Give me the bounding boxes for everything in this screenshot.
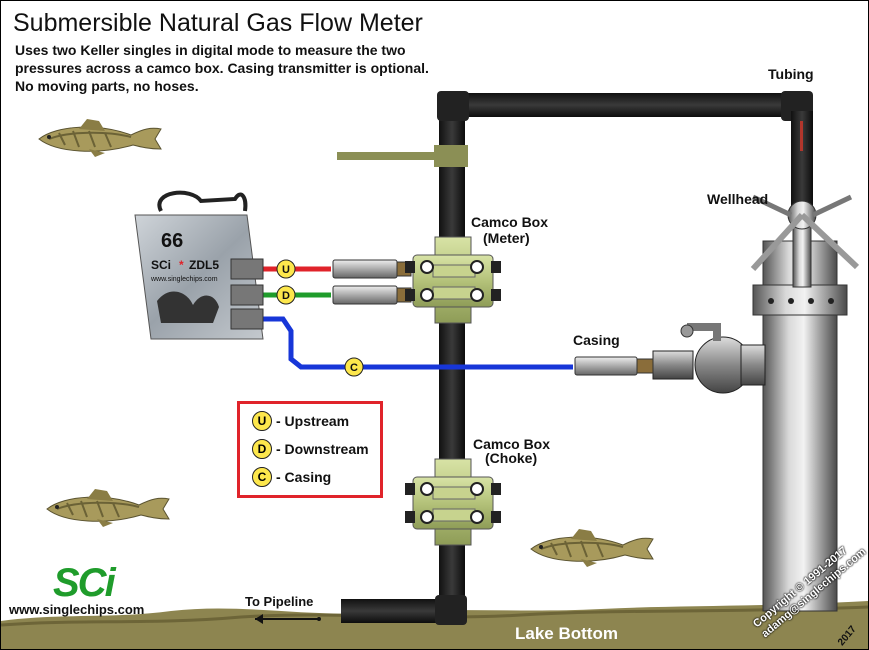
- lake-bottom: [1, 601, 868, 649]
- downstream-sensor: [332, 285, 412, 305]
- badge-c: C: [344, 357, 364, 377]
- legend-badge-c: C: [252, 467, 272, 487]
- casing-sensor: [574, 356, 654, 376]
- sci-logo: SCi: [53, 561, 116, 605]
- logger-url: www.singlechips.com: [150, 276, 218, 283]
- diagram-subtitle: Uses two Keller singles in digital mode …: [15, 42, 429, 94]
- mascot-icon: [157, 291, 219, 323]
- logger-number: 66: [161, 230, 183, 252]
- label-camco-choke-1: Camco Box: [473, 436, 551, 452]
- label-lake-bottom: Lake Bottom: [515, 624, 618, 643]
- legend-box: U - Upstream D - Downstream C - Casing: [237, 401, 383, 498]
- legend-badge-u: U: [252, 411, 272, 431]
- logger-box: 66 SCi * ZDL5 www.singlechips.com: [134, 190, 264, 340]
- legend-text-downstream: - Downstream: [276, 441, 369, 457]
- fish-top-left: [38, 118, 162, 158]
- fish-bottom-center: [530, 528, 654, 568]
- tubing-pipe: [791, 111, 813, 221]
- diagram-title: Submersible Natural Gas Flow Meter: [13, 9, 423, 37]
- legend-badge-d: D: [252, 439, 272, 459]
- badge-d: D: [276, 285, 296, 305]
- logger-model: ZDL5: [189, 258, 219, 272]
- footer-url: www.singlechips.com: [9, 602, 145, 617]
- wellhead: [750, 194, 860, 612]
- fish-bottom-left: [46, 488, 170, 528]
- legend-item-downstream: D - Downstream: [252, 438, 369, 460]
- label-camco-choke-2: (Choke): [485, 450, 538, 466]
- svg-text:D: D: [282, 290, 290, 302]
- svg-text:U: U: [282, 264, 290, 276]
- badge-u: U: [276, 259, 296, 279]
- side-rod: [337, 152, 441, 160]
- label-wellhead: Wellhead: [707, 191, 769, 207]
- top-pipe: [451, 93, 797, 117]
- camco-box-choke: [405, 458, 501, 546]
- logger-star-icon: *: [179, 258, 184, 272]
- upstream-sensor: [332, 259, 412, 279]
- camco-box-meter: [405, 236, 501, 324]
- logger-brand: SCi: [151, 258, 171, 272]
- casing-valve: [652, 323, 766, 394]
- casing-wire: [263, 316, 573, 370]
- legend-text-casing: - Casing: [276, 469, 332, 485]
- legend-text-upstream: - Upstream: [276, 413, 350, 429]
- legend-item-upstream: U - Upstream: [252, 410, 349, 432]
- label-camco-meter-2: (Meter): [483, 230, 530, 246]
- svg-text:C: C: [350, 362, 358, 374]
- legend-item-casing: C - Casing: [252, 466, 331, 488]
- label-camco-meter-1: Camco Box: [471, 214, 549, 230]
- label-casing: Casing: [573, 332, 620, 348]
- label-tubing: Tubing: [768, 66, 814, 82]
- label-to-pipeline: To Pipeline: [245, 594, 314, 609]
